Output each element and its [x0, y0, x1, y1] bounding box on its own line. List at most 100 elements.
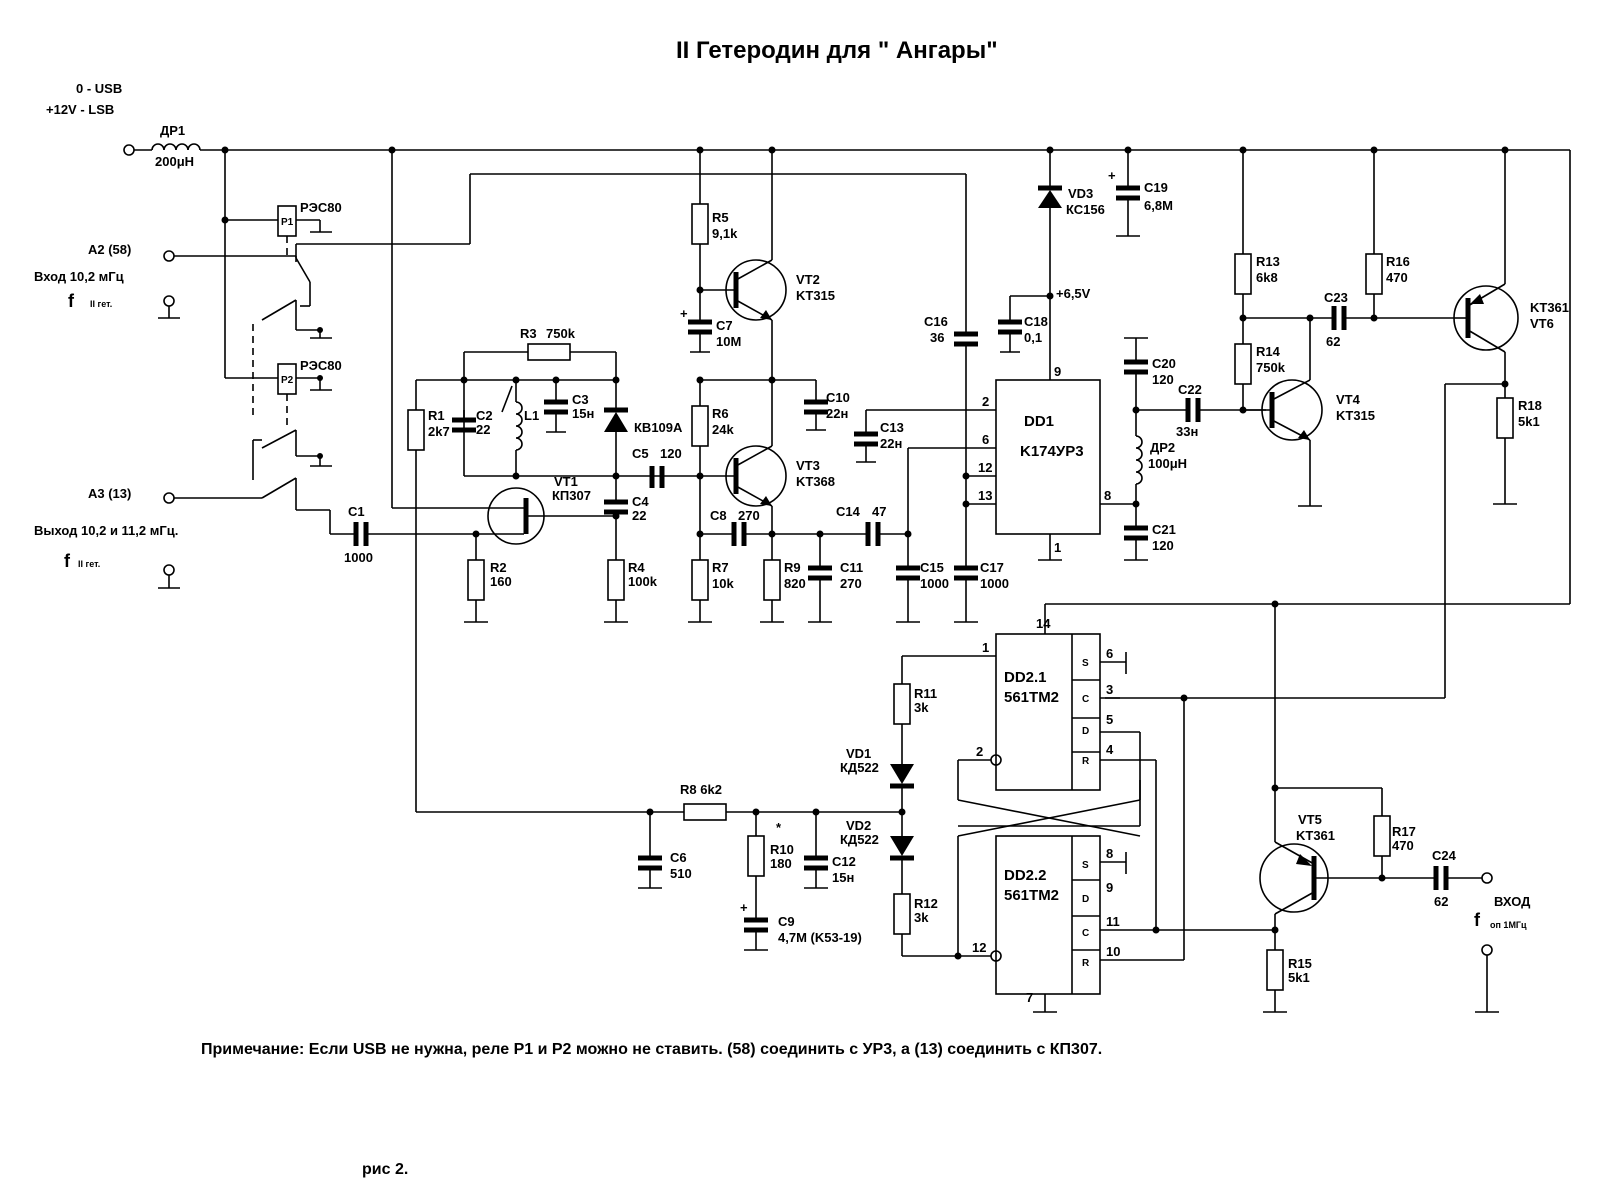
a2-desc: Вход 10,2 мГц	[34, 269, 124, 284]
r5-label: R5	[712, 210, 729, 225]
c4-label: C4	[632, 494, 649, 509]
dd1-pin9: 9	[1054, 364, 1061, 379]
vt4-value: KT315	[1336, 408, 1375, 423]
r16-label: R16	[1386, 254, 1410, 269]
c14-label: C14	[836, 504, 861, 519]
c14-value: 47	[872, 504, 886, 519]
tank-circuit	[407, 343, 700, 812]
figure-caption: рис 2.	[362, 1161, 408, 1178]
relay1-name: P1	[281, 217, 294, 228]
c5-capacitor	[649, 466, 665, 488]
a3-desc: Выход 10,2 и 11,2 мГц.	[34, 523, 178, 538]
a2-f-sub: II гет.	[90, 299, 112, 309]
dd1-pin12: 12	[978, 460, 992, 475]
c19-plus: +	[1108, 168, 1116, 183]
dd2-pin7: 7	[1026, 990, 1033, 1005]
c4-value: 22	[632, 508, 646, 523]
dd21-r: R	[1082, 756, 1090, 767]
dd22-d: D	[1082, 894, 1089, 905]
loop-filter	[416, 656, 914, 956]
vd2-label: VD2	[846, 818, 871, 833]
relay-p1	[221, 150, 470, 420]
r5-value: 9,1k	[712, 226, 738, 241]
r18-label: R18	[1518, 398, 1542, 413]
mode-usb-label: 0 - USB	[76, 81, 122, 96]
c2-value: 22	[476, 422, 490, 437]
c12-value: 15н	[832, 870, 854, 885]
kv109a-label: КВ109А	[634, 420, 683, 435]
c20-value: 120	[1152, 372, 1174, 387]
a3-terminal	[158, 492, 262, 589]
r7-label: R7	[712, 560, 729, 575]
r2-label: R2	[490, 560, 507, 575]
c2-label: C2	[476, 408, 493, 423]
c20-label: C20	[1152, 356, 1176, 371]
c16-label: C16	[924, 314, 948, 329]
c15-label: C15	[920, 560, 944, 575]
dd22-chip	[902, 835, 1276, 1013]
r16-value: 470	[1386, 270, 1408, 285]
c11-label: C11	[840, 560, 863, 575]
c10-value: 22н	[826, 406, 848, 421]
r10-mark: *	[776, 820, 782, 835]
c1-capacitor	[296, 509, 524, 546]
c1-value: 1000	[344, 550, 373, 565]
c13-label: C13	[880, 420, 904, 435]
page-title: II Гетеродин для " Ангары"	[676, 37, 998, 64]
r13-label: R13	[1256, 254, 1280, 269]
r4-label: R4	[628, 560, 645, 575]
mode-lsb-label: +12V - LSB	[46, 102, 114, 117]
c9-value: 4,7M (K53-19)	[778, 930, 862, 945]
vt6-stage	[1105, 150, 1519, 699]
c7-value: 10M	[716, 334, 741, 349]
dd2-pin14: 14	[1036, 616, 1051, 631]
c17-value: 1000	[980, 576, 1009, 591]
r17-value: 470	[1392, 838, 1414, 853]
c19-value: 6,8M	[1144, 198, 1173, 213]
r10-label: R10	[770, 842, 794, 857]
relay2-type: РЭС80	[300, 358, 342, 373]
c3-value: 15н	[572, 406, 594, 421]
dd1-pin13: 13	[978, 488, 992, 503]
dd1-pin1: 1	[1054, 540, 1061, 555]
vt5-label: VT5	[1298, 812, 1322, 827]
relay-p2	[225, 363, 332, 510]
dd21-pin5: 5	[1106, 712, 1113, 727]
c1-label: C1	[348, 504, 365, 519]
v65-label: +6,5V	[1056, 286, 1091, 301]
vd3-label: VD3	[1068, 186, 1093, 201]
dd22-c: C	[1082, 928, 1089, 939]
dd22-r: R	[1082, 958, 1090, 969]
r8-label: R8 6k2	[680, 782, 722, 797]
dr2-value: 100μH	[1148, 456, 1187, 471]
a2-terminal	[158, 250, 297, 319]
vt2-label: VT2	[796, 272, 820, 287]
c8-value: 270	[738, 508, 760, 523]
c24-value: 62	[1434, 894, 1448, 909]
c18-label: C18	[1024, 314, 1048, 329]
dr1-value: 200μH	[155, 154, 194, 169]
r4-value: 100k	[628, 574, 658, 589]
vd3-value: КС156	[1066, 202, 1105, 217]
dd21-pin2: 2	[976, 744, 983, 759]
dd22-pin12: 12	[972, 940, 986, 955]
r7-value: 10k	[712, 576, 734, 591]
dd1-pin2: 2	[982, 394, 989, 409]
vt3-value: KT368	[796, 474, 835, 489]
input-f: f	[1474, 910, 1481, 930]
c24-label: C24	[1432, 848, 1457, 863]
dd22-pin11: 11	[1106, 914, 1120, 929]
l1-label: L1	[524, 408, 539, 423]
dd1-pin6: 6	[982, 432, 989, 447]
vt2-vt3-stage	[688, 150, 912, 623]
c9-plus: +	[740, 900, 748, 915]
dd22-pin8: 8	[1106, 846, 1113, 861]
vt5-stage	[1259, 604, 1499, 1013]
relay1-type: РЭС80	[300, 200, 342, 215]
c10-label: C10	[826, 390, 850, 405]
dd22-name: DD2.2	[1004, 867, 1047, 884]
r6-label: R6	[712, 406, 729, 421]
dd1-name: DD1	[1024, 413, 1054, 430]
c13-value: 22н	[880, 436, 902, 451]
